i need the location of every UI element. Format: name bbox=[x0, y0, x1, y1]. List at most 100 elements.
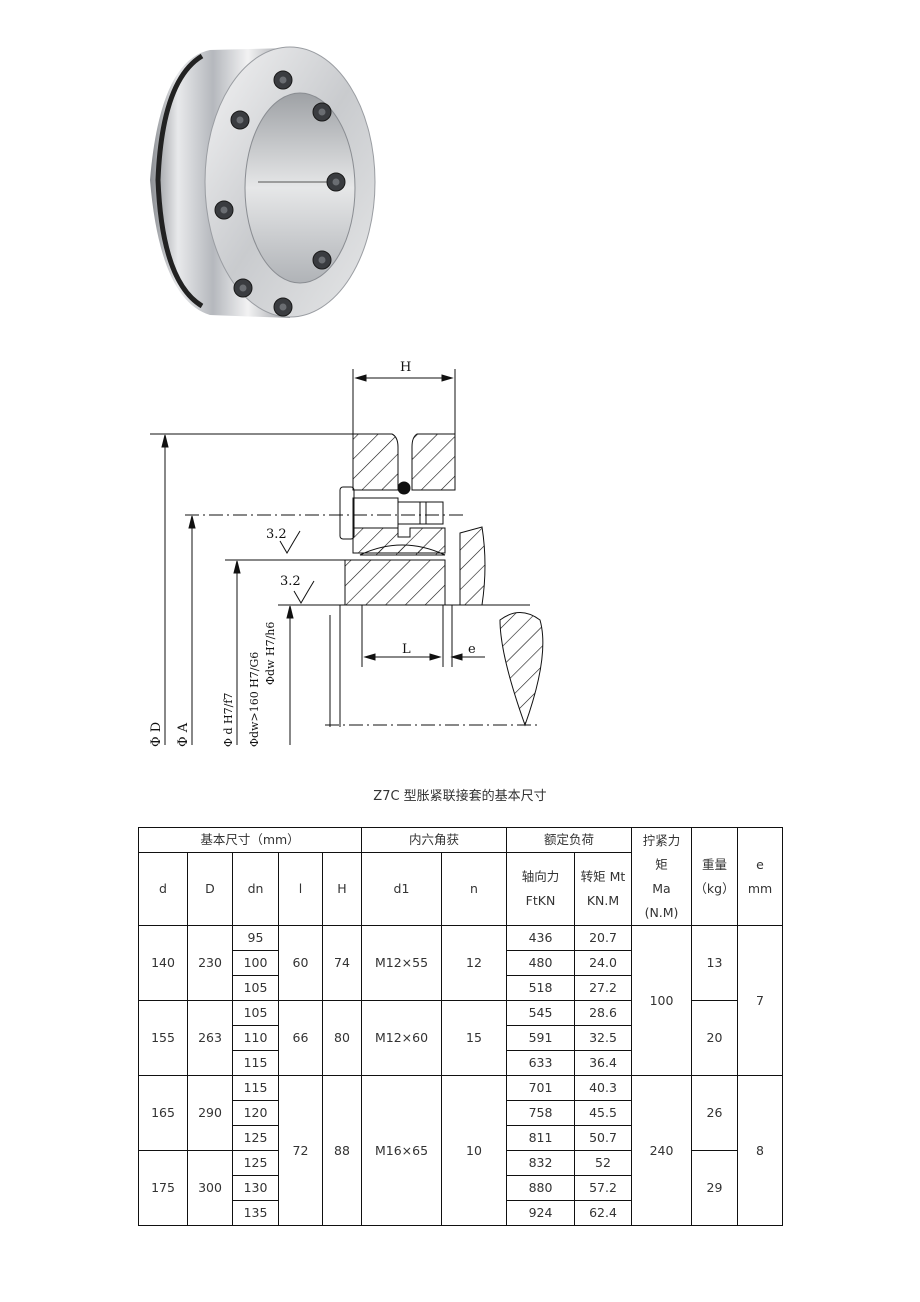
expansion-sleeve-photo bbox=[150, 46, 376, 318]
cell-d: 165 bbox=[138, 1075, 188, 1151]
cell-dn: 100 bbox=[232, 950, 279, 976]
cell-ft: 811 bbox=[506, 1125, 575, 1151]
header-e: e mm bbox=[737, 827, 783, 926]
spec-table: 基本尺寸（mm） 内六角获 额定负荷 拧紧力 矩 Ma (N.M) 重量 （kg… bbox=[138, 827, 783, 1226]
cell-n: 10 bbox=[441, 1075, 507, 1226]
cell-dn: 130 bbox=[232, 1175, 279, 1201]
cell-mt: 32.5 bbox=[574, 1025, 632, 1051]
header-rated-load: 额定负荷 bbox=[506, 827, 632, 853]
cell-ft: 701 bbox=[506, 1075, 575, 1101]
cell-ft: 880 bbox=[506, 1175, 575, 1201]
header-d: d bbox=[138, 852, 188, 926]
label-phi-dw-160: Φdw>160 H7/G6 bbox=[248, 652, 261, 747]
roughness-label-2: 3.2 bbox=[280, 574, 301, 589]
roughness-label-1: 3.2 bbox=[266, 527, 287, 542]
weight-line1: 重量 bbox=[701, 856, 727, 872]
ma-line3: Ma bbox=[652, 880, 671, 896]
header-basic-dimensions: 基本尺寸（mm） bbox=[138, 827, 362, 853]
header-d1: d1 bbox=[361, 852, 442, 926]
e-line2: mm bbox=[747, 880, 773, 896]
header-D: D bbox=[187, 852, 233, 926]
table-row: 125 811 50.7 bbox=[139, 1125, 783, 1151]
cell-H: 80 bbox=[322, 1000, 362, 1076]
cell-ft: 480 bbox=[506, 950, 575, 976]
cell-l: 72 bbox=[278, 1075, 323, 1226]
cell-weight: 29 bbox=[691, 1150, 738, 1226]
cell-weight: 13 bbox=[691, 925, 738, 1001]
cell-d1: M12×55 bbox=[361, 925, 442, 1001]
cross-section-drawing: H L e 3.2 3.2 Φ D Φ A Φ d H7/f7 Φdw>160 … bbox=[149, 360, 544, 747]
table-row: 175 300 125 832 52 29 bbox=[138, 1150, 783, 1226]
ft-line2: FtKN bbox=[525, 893, 556, 908]
cell-mt: 50.7 bbox=[574, 1125, 632, 1151]
cell-mt: 36.4 bbox=[574, 1050, 632, 1076]
cell-mt: 57.2 bbox=[574, 1175, 632, 1201]
cell-mt: 24.0 bbox=[574, 950, 632, 976]
table-row: 165 290 115 72 88 M16×65 10 701 40.3 240… bbox=[138, 1075, 783, 1226]
header-dn: dn bbox=[232, 852, 279, 926]
header-weight: 重量 （kg） bbox=[691, 827, 738, 926]
cell-e: 7 bbox=[737, 925, 783, 1076]
cell-dn: 95 bbox=[232, 925, 279, 951]
cell-dn: 105 bbox=[232, 1000, 279, 1026]
cell-d1: M16×65 bbox=[361, 1075, 442, 1226]
cell-dn: 135 bbox=[232, 1200, 279, 1226]
table-row: 115 633 36.4 bbox=[139, 1050, 783, 1076]
cell-n: 15 bbox=[441, 1000, 507, 1076]
header-n: n bbox=[441, 852, 507, 926]
ft-line1: 轴向力 bbox=[521, 869, 560, 884]
cell-ft: 591 bbox=[506, 1025, 575, 1051]
cell-mt: 27.2 bbox=[574, 975, 632, 1001]
e-line1: e bbox=[756, 856, 764, 872]
cell-ma: 240 bbox=[631, 1075, 692, 1226]
cell-ft: 518 bbox=[506, 975, 575, 1001]
weight-line2: （kg） bbox=[694, 880, 735, 896]
table-caption: Z7C 型胀紧联接套的基本尺寸 bbox=[373, 789, 547, 804]
cell-dn: 125 bbox=[232, 1150, 279, 1176]
cell-ft: 758 bbox=[506, 1100, 575, 1126]
cell-ft: 436 bbox=[506, 925, 575, 951]
cell-d: 155 bbox=[138, 1000, 188, 1076]
cell-dn: 110 bbox=[232, 1025, 279, 1051]
table-row: 135 924 62.4 bbox=[139, 1200, 783, 1226]
cell-l: 66 bbox=[278, 1000, 323, 1076]
cell-D: 230 bbox=[187, 925, 233, 1001]
cell-mt: 28.6 bbox=[574, 1000, 632, 1026]
mt-line2: KN.M bbox=[586, 893, 620, 908]
cell-mt: 40.3 bbox=[574, 1075, 632, 1101]
cell-dn: 115 bbox=[232, 1050, 279, 1076]
label-phi-D: Φ D bbox=[149, 722, 164, 747]
header-hex-socket: 内六角获 bbox=[361, 827, 507, 853]
header-axial-force: 轴向力 FtKN bbox=[506, 852, 575, 926]
label-phi-d: Φ d H7/f7 bbox=[222, 693, 235, 747]
cell-D: 263 bbox=[187, 1000, 233, 1076]
cell-weight: 26 bbox=[691, 1075, 738, 1151]
ma-line2: 矩 bbox=[655, 856, 668, 872]
cell-dn: 120 bbox=[232, 1100, 279, 1126]
label-H: H bbox=[400, 360, 411, 375]
cell-H: 88 bbox=[322, 1075, 362, 1226]
label-e: e bbox=[468, 642, 476, 657]
header-tightening-torque: 拧紧力 矩 Ma (N.M) bbox=[631, 827, 692, 926]
cell-dn: 115 bbox=[232, 1075, 279, 1101]
cell-dn: 125 bbox=[232, 1125, 279, 1151]
cell-dn: 105 bbox=[232, 975, 279, 1001]
cell-D: 290 bbox=[187, 1075, 233, 1151]
cell-H: 74 bbox=[322, 925, 362, 1001]
cell-mt: 62.4 bbox=[574, 1200, 632, 1226]
ma-line4: (N.M) bbox=[644, 904, 679, 920]
cell-d1: M12×60 bbox=[361, 1000, 442, 1076]
cell-d: 175 bbox=[138, 1150, 188, 1226]
header-H: H bbox=[322, 852, 362, 926]
cell-ft: 832 bbox=[506, 1150, 575, 1176]
ma-line1: 拧紧力 bbox=[642, 832, 681, 848]
cell-ft: 924 bbox=[506, 1200, 575, 1226]
cell-n: 12 bbox=[441, 925, 507, 1001]
cell-mt: 20.7 bbox=[574, 925, 632, 951]
cell-mt: 45.5 bbox=[574, 1100, 632, 1126]
label-phi-A: Φ A bbox=[176, 722, 191, 747]
label-phi-dw: Φdw H7/h6 bbox=[264, 622, 277, 685]
cell-ft: 633 bbox=[506, 1050, 575, 1076]
cell-d: 140 bbox=[138, 925, 188, 1001]
cell-e: 8 bbox=[737, 1075, 783, 1226]
